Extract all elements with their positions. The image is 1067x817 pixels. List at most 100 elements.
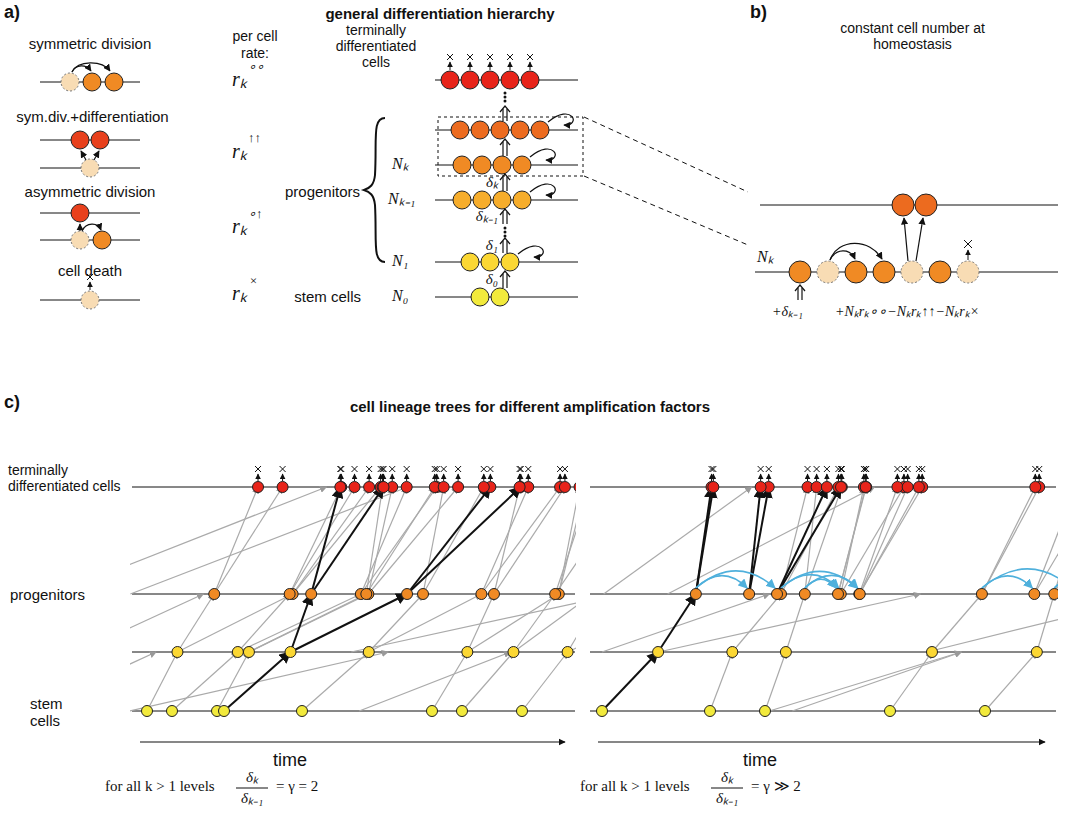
line-shape	[801, 288, 802, 300]
line-shape	[982, 487, 1035, 594]
circle-shape	[481, 253, 499, 271]
rate-superscript: ∘↑	[248, 207, 263, 222]
fraction-denominator: δₖ₋₁	[707, 790, 747, 807]
line-shape	[602, 652, 658, 711]
circle-shape	[493, 156, 511, 174]
circle-shape	[550, 589, 561, 600]
flux-symbol: δₖ	[468, 174, 498, 191]
line-shape	[865, 474, 866, 481]
line-shape	[340, 474, 341, 481]
path-shape	[1032, 466, 1038, 472]
g-shape	[130, 466, 576, 717]
line-shape	[483, 474, 484, 481]
path-shape	[389, 466, 395, 472]
path-shape	[863, 466, 869, 472]
circle-shape	[71, 131, 89, 149]
path-shape	[487, 54, 493, 60]
hierarchy-art	[40, 54, 748, 309]
cell-count: Nₖ₋₁	[388, 190, 415, 208]
line-shape	[470, 62, 471, 70]
path-shape	[380, 466, 386, 472]
line-shape	[816, 474, 817, 481]
circle-shape	[817, 261, 839, 283]
path-shape	[758, 466, 764, 472]
circle-shape	[378, 482, 389, 493]
path-shape	[814, 466, 820, 472]
path-shape	[364, 118, 385, 262]
circle-shape	[277, 482, 288, 493]
process-name: sym.div.+differentiation	[5, 108, 180, 125]
line-shape	[711, 788, 743, 789]
line-shape	[406, 474, 407, 481]
axis-label: time	[250, 750, 330, 771]
path-shape	[982, 569, 1058, 588]
line-shape	[238, 594, 290, 652]
process-name: cell death	[5, 262, 175, 279]
circle-shape	[1031, 647, 1042, 658]
line-shape	[1034, 487, 1058, 594]
line-shape	[513, 594, 555, 652]
line-shape	[890, 652, 932, 711]
circle-shape	[471, 121, 489, 139]
circle-shape	[690, 589, 701, 600]
line-shape	[302, 652, 369, 711]
polyline-shape	[500, 174, 510, 180]
rate-superscript: ∘∘	[248, 60, 264, 75]
circle-shape	[418, 589, 429, 600]
path-shape	[447, 54, 453, 60]
path-shape	[72, 66, 91, 72]
circle-shape	[93, 231, 111, 249]
circle-shape	[481, 71, 499, 89]
line-shape	[407, 487, 521, 594]
path-shape	[839, 466, 845, 472]
circle-shape	[461, 71, 479, 89]
line-shape	[130, 652, 388, 711]
fraction-numerator: δₖ	[232, 769, 272, 786]
circle-shape	[105, 73, 123, 91]
circle-shape	[727, 647, 738, 658]
line-shape	[897, 474, 898, 481]
circle-shape	[755, 482, 766, 493]
rate-superscript: ↑↑	[248, 131, 261, 146]
polyline-shape	[500, 238, 510, 244]
circle-shape	[167, 706, 178, 717]
line-shape	[502, 177, 503, 191]
circle-shape	[297, 706, 308, 717]
line-shape	[1037, 594, 1054, 652]
circle-shape	[513, 156, 531, 174]
circle-shape	[929, 261, 951, 283]
circle-shape	[653, 647, 664, 658]
circle-shape	[811, 482, 822, 493]
line-shape	[90, 282, 91, 290]
line-shape	[560, 474, 561, 481]
line-shape	[568, 594, 576, 652]
line-shape	[450, 62, 451, 70]
line-shape	[528, 474, 529, 481]
process-name: asymmetric division	[5, 183, 175, 200]
circle-shape	[361, 589, 372, 600]
path-shape	[964, 240, 972, 248]
line-shape	[927, 594, 1058, 652]
circle-shape	[531, 121, 549, 139]
line-shape	[786, 594, 805, 652]
path-shape	[838, 466, 844, 472]
line-shape	[130, 594, 203, 652]
path-shape	[805, 466, 811, 472]
line-shape	[859, 487, 922, 594]
line-shape	[423, 487, 444, 594]
line-shape	[522, 652, 568, 711]
circle-shape	[461, 253, 479, 271]
path-shape	[830, 243, 882, 260]
circle-shape	[1029, 589, 1040, 600]
circle-shape	[232, 647, 243, 658]
line-shape	[907, 474, 908, 481]
process-name: symmetric division	[5, 35, 175, 52]
line-shape	[506, 274, 507, 288]
cell-count: Nₖ	[757, 248, 774, 266]
line-shape	[502, 274, 503, 288]
circle-shape	[926, 647, 937, 658]
panel-title: cell lineage trees for different amplifi…	[280, 398, 780, 415]
condition-text: for all k > 1 levels	[580, 778, 690, 795]
circle-shape	[83, 73, 101, 91]
path-shape	[904, 218, 908, 261]
